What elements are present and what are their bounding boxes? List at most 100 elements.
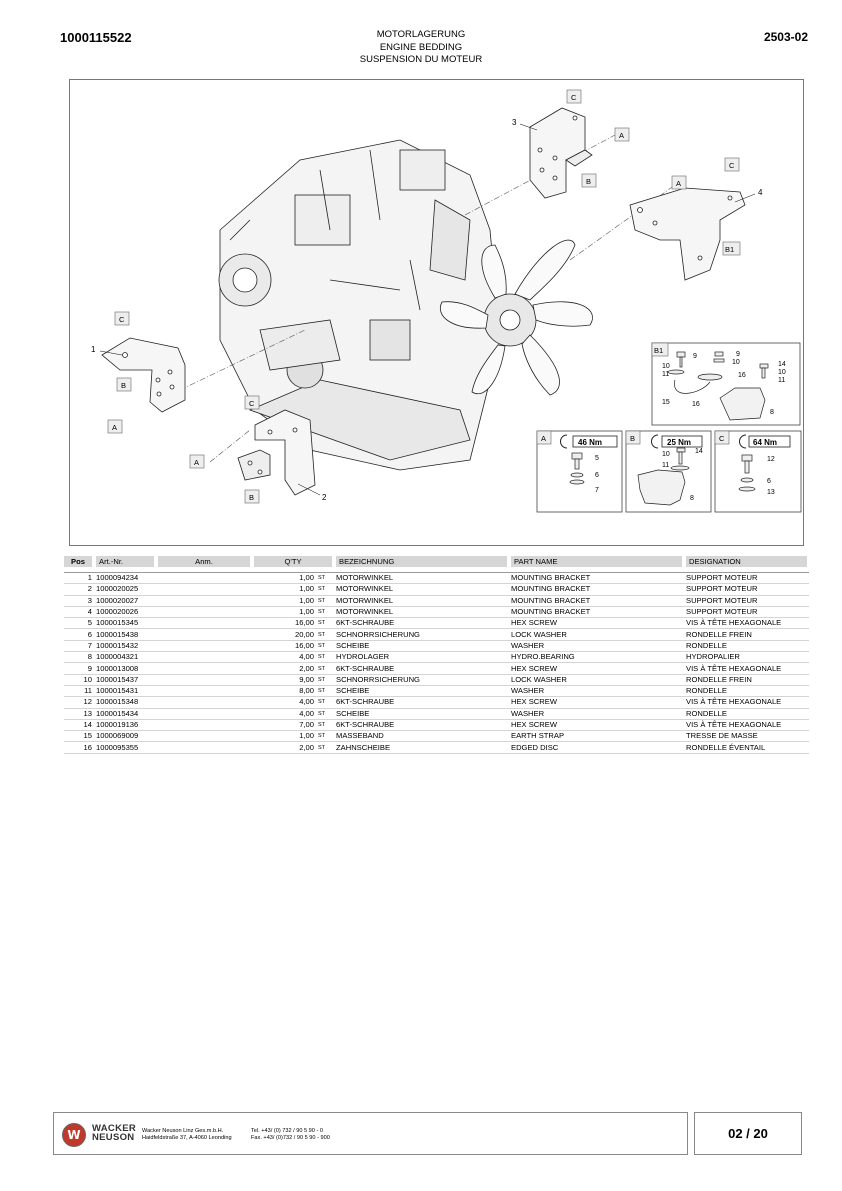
svg-text:10: 10	[732, 359, 740, 366]
part-pos: 5	[64, 617, 94, 630]
part-name-de: ZAHNSCHEIBE	[334, 741, 509, 754]
part-unit: ST	[316, 685, 334, 698]
part-anm	[156, 708, 252, 720]
part-name-en: LOCK WASHER	[509, 628, 684, 641]
part-art-no: 1000020025	[94, 583, 156, 596]
wacker-neuson-logo-icon: W	[62, 1123, 86, 1147]
svg-text:15: 15	[662, 399, 670, 406]
part-anm	[156, 606, 252, 619]
bracket-4	[629, 187, 746, 281]
part-pos: 11	[64, 685, 94, 698]
detail-c-labels: 12 6 13	[767, 456, 775, 496]
title-de: MOTORLAGERUNG	[376, 29, 466, 40]
part-name-de: MOTORWINKEL	[334, 595, 509, 607]
part-art-no: 1000094234	[94, 572, 156, 585]
svg-text:10: 10	[662, 363, 670, 370]
part-unit: ST	[316, 719, 334, 732]
part-pos: 13	[64, 708, 94, 720]
part-art-no: 1000015431	[94, 685, 156, 698]
part-anm	[156, 662, 252, 675]
view-tag-a: A	[619, 131, 624, 140]
part-qty: 1,00	[252, 583, 316, 596]
part-name-en: WASHER	[509, 685, 684, 698]
part-pos: 10	[64, 674, 94, 686]
part-pos: 4	[64, 606, 94, 619]
logo-line-1: WACKER	[92, 1123, 137, 1134]
part-anm	[156, 617, 252, 630]
detail-c-box: C 64 Nm 12 6 13	[714, 430, 802, 513]
part-pos: 3	[64, 595, 94, 607]
page-number: 02 / 20	[694, 1112, 802, 1155]
company-fax: Fax. +43/ (0)732 / 90 5 90 - 900	[251, 1135, 330, 1141]
part-name-fr: RONDELLE ÉVENTAIL	[684, 741, 809, 754]
part-qty: 9,00	[252, 674, 316, 686]
part-art-no: 1000013008	[94, 662, 156, 675]
item-label-3: 3	[512, 118, 517, 127]
part-name-fr: HYDROPALIER	[684, 651, 809, 664]
part-art-no: 1000015437	[94, 674, 156, 686]
part-name-en: MOUNTING BRACKET	[509, 583, 684, 596]
part-name-en: LOCK WASHER	[509, 674, 684, 686]
part-pos: 6	[64, 628, 94, 641]
svg-text:10: 10	[778, 369, 786, 376]
view-tag-b: B	[586, 177, 591, 186]
part-art-no: 1000069009	[94, 730, 156, 743]
part-anm	[156, 719, 252, 732]
part-unit: ST	[316, 674, 334, 686]
svg-text:14: 14	[778, 361, 786, 368]
part-name-de: MOTORWINKEL	[334, 572, 509, 585]
part-qty: 1,00	[252, 572, 316, 585]
part-name-fr: RONDELLE FREIN	[684, 674, 809, 686]
part-name-fr: VIS À TÊTE HEXAGONALE	[684, 696, 809, 709]
part-qty: 2,00	[252, 741, 316, 754]
part-pos: 14	[64, 719, 94, 732]
company-contact: Tel. +43/ (0) 732 / 90 5 90 - 0 Fax. +43…	[251, 1128, 330, 1142]
part-qty: 1,00	[252, 595, 316, 607]
parts-list-table: Pos Art.-Nr. Anm. Q'TY BEZEICHNUNG PART …	[64, 556, 811, 754]
title-en: ENGINE BEDDING	[379, 41, 463, 53]
part-pos: 2	[64, 583, 94, 596]
part-art-no: 1000015432	[94, 640, 156, 653]
detail-b-labels: 10 14 11 8	[662, 448, 703, 502]
part-unit: ST	[316, 617, 334, 630]
svg-text:9: 9	[693, 353, 697, 360]
detail-c-tag: C	[719, 434, 725, 443]
part-art-no: 1000015438	[94, 628, 156, 641]
col-header-bezeichnung: BEZEICHNUNG	[334, 556, 511, 567]
part-name-fr: TRESSE DE MASSE	[684, 730, 809, 743]
part-pos: 8	[64, 651, 94, 664]
detail-a-labels: 5 6 7	[595, 455, 599, 494]
part-qty: 16,00	[252, 617, 316, 630]
part-name-fr: SUPPORT MOTEUR	[684, 595, 809, 607]
view-tag-b: B	[121, 381, 126, 390]
part-anm	[156, 628, 252, 641]
part-unit: ST	[316, 730, 334, 743]
item-label-1: 1	[91, 345, 96, 354]
part-art-no: 1000015345	[94, 617, 156, 630]
part-name-fr: SUPPORT MOTEUR	[684, 606, 809, 619]
svg-text:9: 9	[736, 351, 740, 358]
item-label-4: 4	[758, 188, 763, 197]
svg-text:10: 10	[662, 451, 670, 458]
part-name-en: MOUNTING BRACKET	[509, 606, 684, 619]
part-unit: ST	[316, 628, 334, 641]
part-art-no: 1000020027	[94, 595, 156, 607]
col-header-art-no: Art.-Nr.	[94, 556, 158, 567]
part-name-fr: SUPPORT MOTEUR	[684, 583, 809, 596]
part-qty: 7,00	[252, 719, 316, 732]
part-anm	[156, 741, 252, 754]
company-name: Wacker Neuson Linz Ges.m.b.H.	[142, 1128, 224, 1134]
part-name-de: MOTORWINKEL	[334, 606, 509, 619]
document-number: 1000115522	[60, 30, 132, 45]
part-name-fr: VIS À TÊTE HEXAGONALE	[684, 719, 809, 732]
title-fr: SUSPENSION DU MOTEUR	[359, 54, 483, 65]
